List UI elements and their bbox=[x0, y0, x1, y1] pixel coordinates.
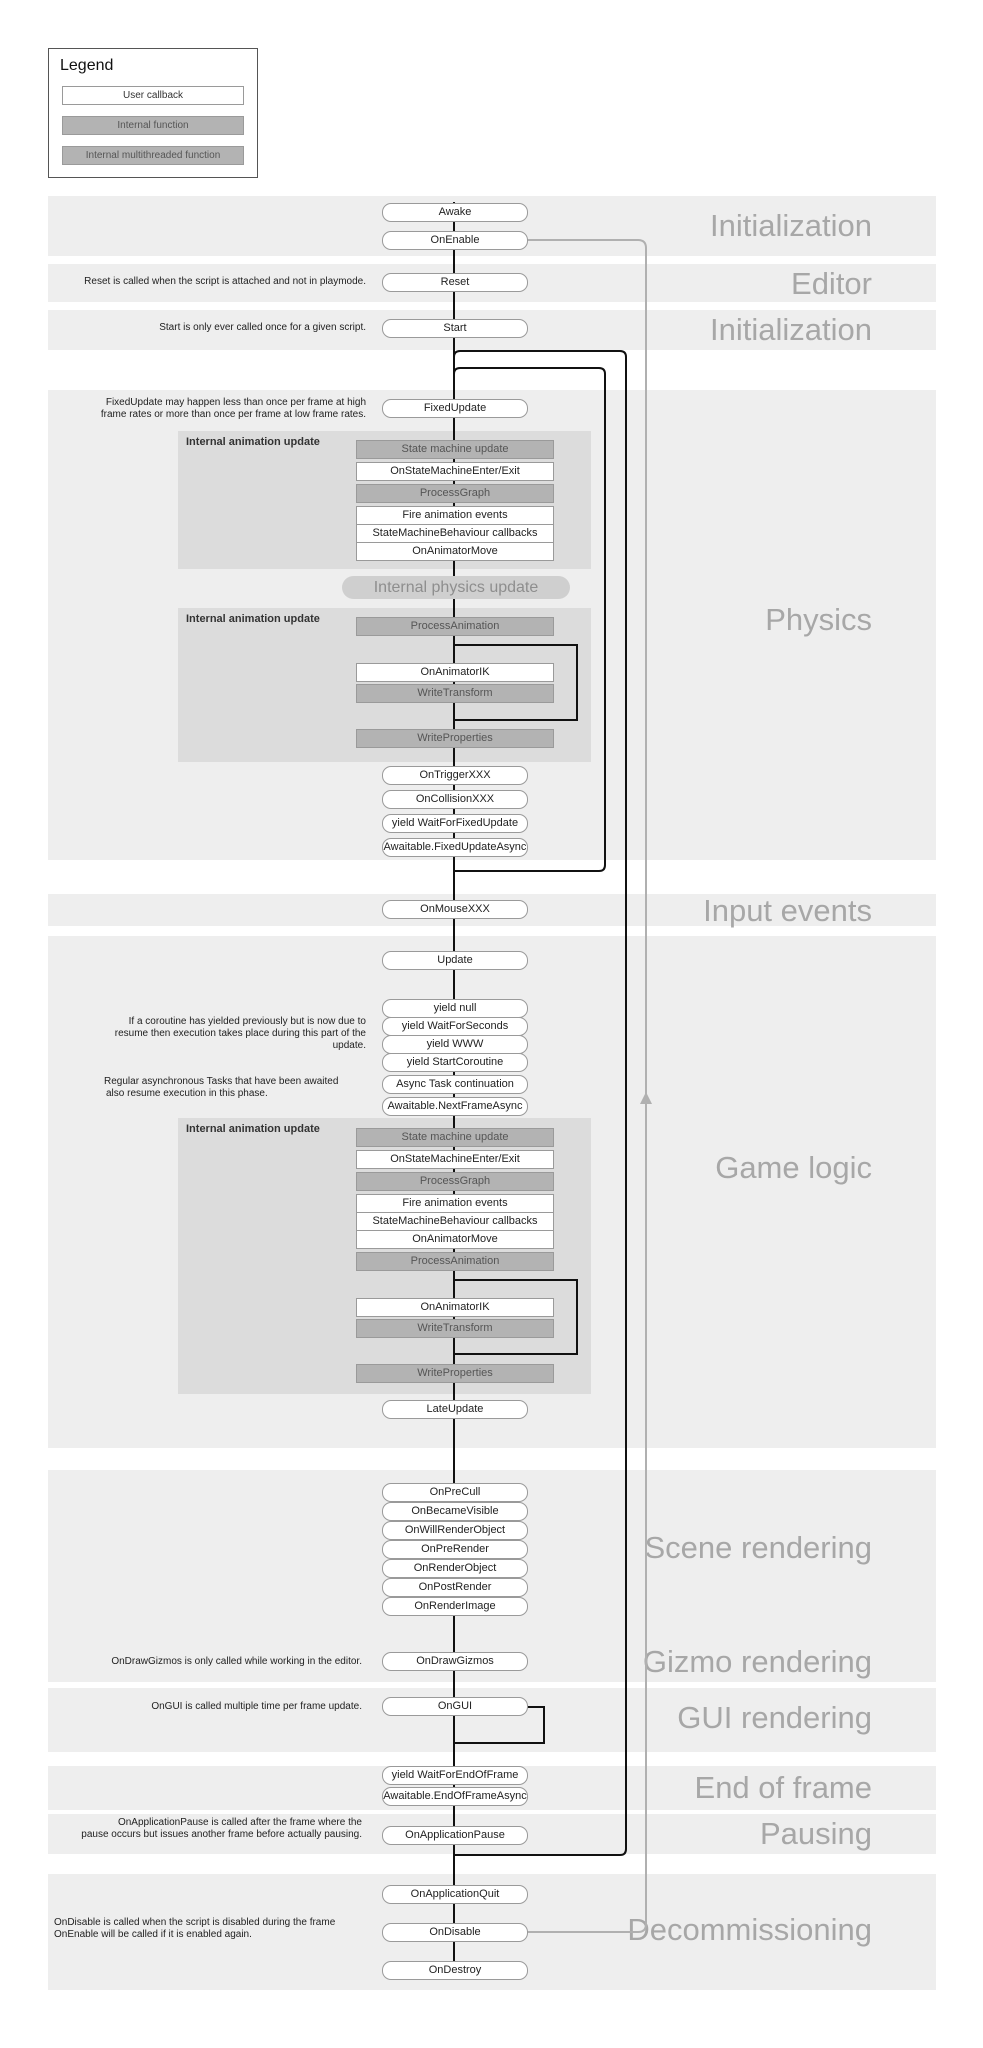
section-label-pausing: Pausing bbox=[759, 1816, 872, 1851]
onprecull-callback: OnPreCull bbox=[382, 1483, 528, 1502]
fire-animation-events: Fire animation events bbox=[356, 1194, 554, 1213]
onprerender-callback: OnPreRender bbox=[382, 1540, 528, 1559]
fixedupdate-note-line2: frame rates or more than once per frame … bbox=[100, 409, 366, 420]
onmousexxx-callback: OnMouseXXX bbox=[382, 900, 528, 919]
nextframeasync-callback: Awaitable.NextFrameAsync bbox=[382, 1097, 528, 1116]
write-transform: WriteTransform bbox=[356, 1319, 554, 1338]
section-label-game-logic: Game logic bbox=[715, 1150, 872, 1185]
disable-note-line1: OnDisable is called when the script is d… bbox=[54, 1917, 336, 1928]
yield-null-callback: yield null bbox=[382, 999, 528, 1018]
panel-title: Internal animation update bbox=[186, 613, 320, 625]
coroutine-note-line3: update. bbox=[332, 1040, 366, 1051]
write-properties: WriteProperties bbox=[356, 729, 554, 748]
panel-title: Internal animation update bbox=[186, 436, 320, 448]
onenable-callback: OnEnable bbox=[382, 231, 528, 250]
endofframeasync-callback: Awaitable.EndOfFrameAsync bbox=[382, 1787, 528, 1806]
pause-note: OnApplicationPause is called after the f… bbox=[52, 1817, 362, 1841]
section-label-gui-rendering: GUI rendering bbox=[677, 1700, 872, 1735]
ontriggerxxx-callback: OnTriggerXXX bbox=[382, 766, 528, 785]
reset-callback: Reset bbox=[382, 273, 528, 292]
section-label-end-of-frame: End of frame bbox=[694, 1770, 872, 1805]
coroutine-note-line2: resume then execution takes place during… bbox=[114, 1028, 366, 1039]
panel-title: Internal animation update bbox=[186, 1123, 320, 1135]
legend: Legend User callback Internal function I… bbox=[48, 48, 258, 178]
fixedupdate-callback: FixedUpdate bbox=[382, 399, 528, 418]
coroutine-note-line1: If a coroutine has yielded previously bu… bbox=[128, 1016, 366, 1027]
waitforfixedupdate-callback: yield WaitForFixedUpdate bbox=[382, 814, 528, 833]
internal-physics-update: Internal physics update bbox=[342, 576, 570, 599]
tasks-note-line2: also resume execution in this phase. bbox=[106, 1088, 268, 1099]
write-transform: WriteTransform bbox=[356, 684, 554, 703]
section-label-initialization: Initialization bbox=[710, 208, 872, 243]
on-state-machine-enter-exit: OnStateMachineEnter/Exit bbox=[356, 462, 554, 481]
pause-note-line2: pause occurs but issues another frame be… bbox=[81, 1829, 362, 1840]
fixedupdate-note: FixedUpdate may happen less than once pe… bbox=[52, 397, 366, 421]
fire-animation-events: Fire animation events bbox=[356, 506, 554, 525]
onapplicationquit-callback: OnApplicationQuit bbox=[382, 1885, 528, 1904]
coroutine-note: If a coroutine has yielded previously bu… bbox=[52, 1016, 366, 1052]
on-animator-move: OnAnimatorMove bbox=[356, 1230, 554, 1249]
onrenderimage-callback: OnRenderImage bbox=[382, 1597, 528, 1616]
reset-note: Reset is called when the script is attac… bbox=[84, 276, 366, 287]
ongui-callback: OnGUI bbox=[382, 1697, 528, 1716]
start-callback: Start bbox=[382, 319, 528, 338]
onrenderobject-callback: OnRenderObject bbox=[382, 1559, 528, 1578]
fixedupdate-note-line1: FixedUpdate may happen less than once pe… bbox=[105, 397, 366, 408]
section-label-decommissioning: Decommissioning bbox=[627, 1912, 872, 1947]
state-machine-behaviour-callbacks: StateMachineBehaviour callbacks bbox=[356, 524, 554, 543]
lateupdate-callback: LateUpdate bbox=[382, 1400, 528, 1419]
section-label-gizmo-rendering: Gizmo rendering bbox=[642, 1644, 872, 1679]
state-machine-update: State machine update bbox=[356, 440, 554, 459]
section-label-initialization-2: Initialization bbox=[710, 312, 872, 347]
ondisable-callback: OnDisable bbox=[382, 1923, 528, 1942]
update-callback: Update bbox=[382, 951, 528, 970]
awake-callback: Awake bbox=[382, 203, 528, 222]
onwillrenderobject-callback: OnWillRenderObject bbox=[382, 1521, 528, 1540]
disable-note: OnDisable is called when the script is d… bbox=[54, 1917, 374, 1941]
section-label-editor: Editor bbox=[791, 266, 872, 301]
on-animator-ik: OnAnimatorIK bbox=[356, 663, 554, 682]
onpostrender-callback: OnPostRender bbox=[382, 1578, 528, 1597]
pause-note-line1: OnApplicationPause is called after the f… bbox=[117, 1817, 362, 1828]
state-machine-update: State machine update bbox=[356, 1128, 554, 1147]
tasks-note: Regular asynchronous Tasks that have bee… bbox=[104, 1076, 374, 1100]
onapplicationpause-callback: OnApplicationPause bbox=[382, 1826, 528, 1845]
gizmos-note: OnDrawGizmos is only called while workin… bbox=[111, 1656, 362, 1667]
async-task-callback: Async Task continuation bbox=[382, 1075, 528, 1094]
disable-note-line2: OnEnable will be called if it is enabled… bbox=[54, 1929, 252, 1940]
write-properties: WriteProperties bbox=[356, 1364, 554, 1383]
startcoroutine-callback: yield StartCoroutine bbox=[382, 1053, 528, 1072]
gui-note: OnGUI is called multiple time per frame … bbox=[151, 1701, 362, 1712]
ondrawgizmos-callback: OnDrawGizmos bbox=[382, 1652, 528, 1671]
waitforendofframe-callback: yield WaitForEndOfFrame bbox=[382, 1766, 528, 1785]
process-graph: ProcessGraph bbox=[356, 484, 554, 503]
section-label-input-events: Input events bbox=[703, 893, 872, 928]
legend-internal-multithreaded: Internal multithreaded function bbox=[62, 146, 244, 165]
section-label-physics: Physics bbox=[765, 602, 872, 637]
fixedupdateasync-callback: Awaitable.FixedUpdateAsync bbox=[382, 838, 528, 857]
tasks-note-line1: Regular asynchronous Tasks that have bee… bbox=[104, 1076, 339, 1087]
oncollisionxxx-callback: OnCollisionXXX bbox=[382, 790, 528, 809]
on-animator-ik: OnAnimatorIK bbox=[356, 1298, 554, 1317]
legend-title: Legend bbox=[60, 57, 114, 74]
state-machine-behaviour-callbacks: StateMachineBehaviour callbacks bbox=[356, 1212, 554, 1231]
legend-internal-function: Internal function bbox=[62, 116, 244, 135]
process-graph: ProcessGraph bbox=[356, 1172, 554, 1191]
start-note: Start is only ever called once for a giv… bbox=[159, 322, 366, 333]
onbecamevisible-callback: OnBecameVisible bbox=[382, 1502, 528, 1521]
on-animator-move: OnAnimatorMove bbox=[356, 542, 554, 561]
on-state-machine-enter-exit: OnStateMachineEnter/Exit bbox=[356, 1150, 554, 1169]
process-animation: ProcessAnimation bbox=[356, 617, 554, 636]
legend-user-callback: User callback bbox=[62, 86, 244, 105]
section-input-events: Input events bbox=[48, 894, 936, 926]
process-animation: ProcessAnimation bbox=[356, 1252, 554, 1271]
yield-www-callback: yield WWW bbox=[382, 1035, 528, 1054]
section-label-scene-rendering: Scene rendering bbox=[644, 1530, 873, 1565]
waitforseconds-callback: yield WaitForSeconds bbox=[382, 1017, 528, 1036]
ondestroy-callback: OnDestroy bbox=[382, 1961, 528, 1980]
